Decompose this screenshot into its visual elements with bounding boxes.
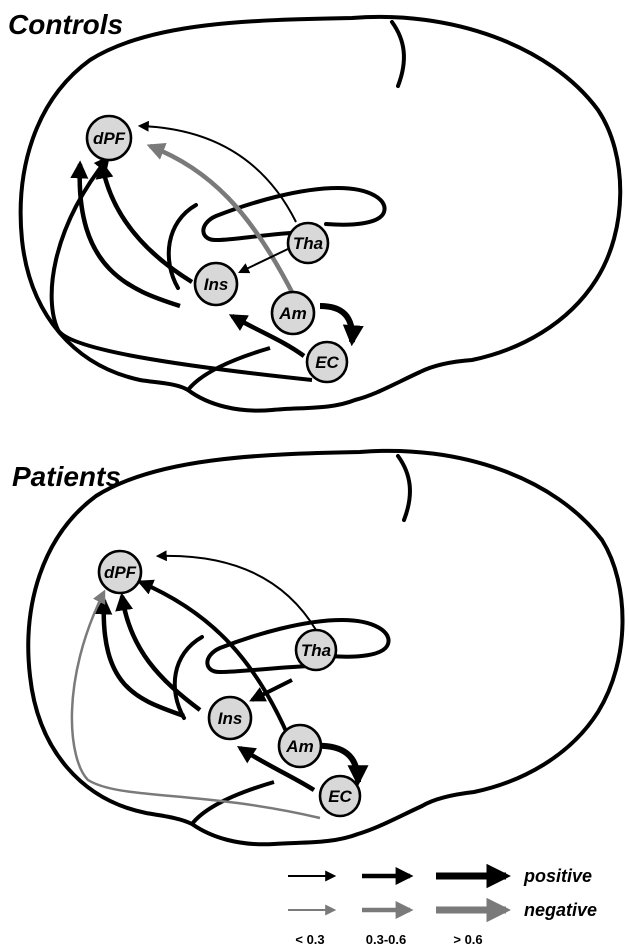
legend: positive negative < 0.3 0.3-0.6 > 0.6 <box>288 866 597 947</box>
node-label-am: Am <box>278 304 306 323</box>
node-label-ec: EC <box>315 353 339 372</box>
legend-label-positive: positive <box>523 866 592 886</box>
arrow-tha-to-dpf <box>140 126 296 222</box>
node-label-tha: Tha <box>301 641 331 660</box>
legend-range-small: < 0.3 <box>295 932 324 947</box>
panel-title: Patients <box>12 461 121 492</box>
brain-sulcus <box>398 456 410 520</box>
arrow-ec-to-dpf <box>52 158 312 380</box>
legend-range-medium: 0.3-0.6 <box>366 932 406 947</box>
node-ins: Ins <box>195 263 237 305</box>
node-label-am: Am <box>285 737 313 756</box>
node-ec: EC <box>320 776 360 816</box>
node-am: Am <box>279 725 321 767</box>
node-label-dpf: dPF <box>104 563 137 582</box>
node-tha: Tha <box>296 630 336 670</box>
arrow-tha-to-ins <box>240 248 290 272</box>
legend-range-large: > 0.6 <box>453 932 482 947</box>
legend-label-negative: negative <box>524 900 597 920</box>
panel-patients: Patients dPF Tha Ins Am EC <box>12 451 623 844</box>
node-label-ins: Ins <box>218 709 243 728</box>
panel-controls: Controls dPF Tha Ins Am EC <box>8 9 620 411</box>
node-dpf: dPF <box>99 551 141 593</box>
arrow-am-to-ec <box>320 306 352 342</box>
node-dpf: dPF <box>87 116 131 160</box>
node-ec: EC <box>307 342 347 382</box>
node-label-ec: EC <box>328 787 352 806</box>
node-label-tha: Tha <box>293 234 323 253</box>
arrow-tha-to-dpf <box>158 556 316 630</box>
brain-sulcus <box>392 22 404 86</box>
node-tha: Tha <box>288 223 328 263</box>
panel-title: Controls <box>8 9 123 40</box>
node-am: Am <box>272 292 314 334</box>
node-ins: Ins <box>209 697 251 739</box>
arrow-ins-region-to-dpf <box>80 164 180 306</box>
node-label-dpf: dPF <box>93 129 126 148</box>
node-label-ins: Ins <box>204 275 229 294</box>
